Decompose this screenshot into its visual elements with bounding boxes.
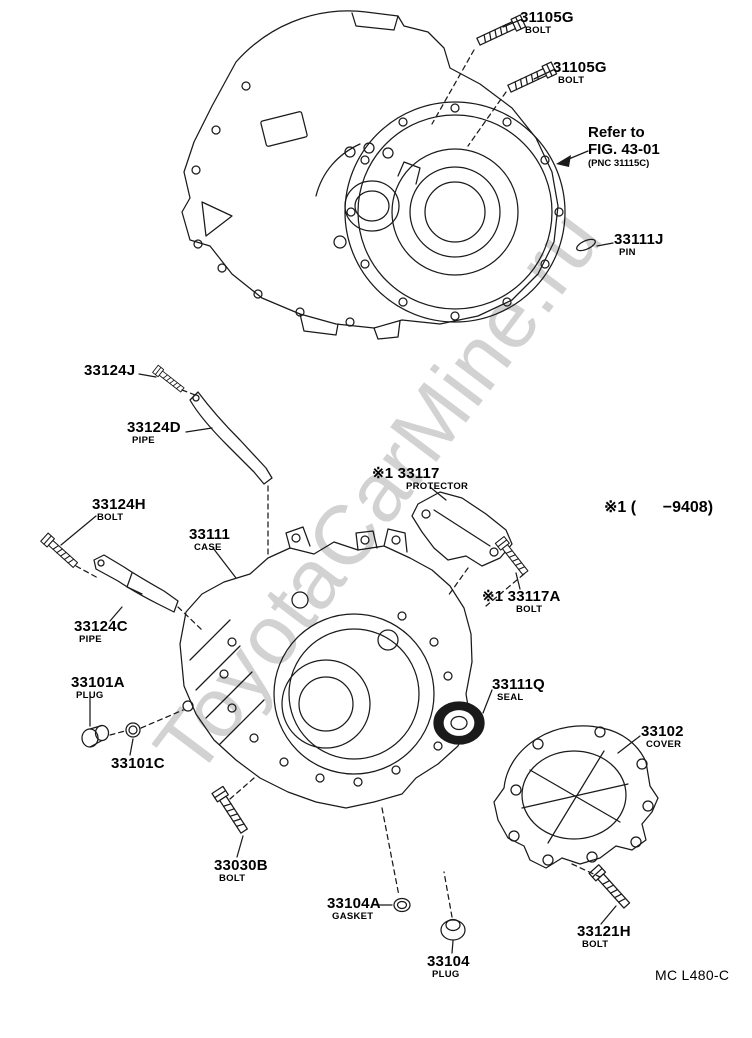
bolt-33121h-icon — [588, 864, 633, 911]
part-type: BOLT — [516, 604, 543, 616]
part-label-33124d: 33124D PIPE — [127, 419, 181, 447]
part-number: 33101A — [71, 674, 125, 691]
clutch-housing-drawing — [181, 10, 566, 340]
part-label-31105g-a: 31105G BOLT — [520, 9, 574, 37]
part-label-31105g-b: 31105G BOLT — [553, 59, 607, 87]
part-number: 33121H — [577, 923, 631, 940]
bolt-31105g-b-icon — [506, 61, 558, 96]
part-type: BOLT — [582, 939, 609, 951]
pipe-33124c-drawing — [93, 554, 179, 613]
part-type: GASKET — [332, 911, 374, 923]
part-number: 33104A — [327, 895, 381, 912]
part-type: BOLT — [525, 25, 552, 37]
figure-code: MC L480-C — [655, 967, 730, 983]
part-type: PIPE — [132, 435, 155, 447]
part-number: 33111J — [614, 231, 664, 248]
refer-note: Refer to FIG. 43-01 (PNC 31115C) — [588, 124, 660, 169]
part-label-33111q: 33111Q SEAL — [492, 676, 545, 704]
part-label-33101a: 33101A PLUG — [71, 674, 125, 702]
variant-note: ※1 ( −9408) — [604, 499, 714, 516]
part-number: 33101C — [111, 755, 165, 772]
part-number: 33030B — [214, 857, 268, 874]
part-label-33111j: 33111J PIN — [614, 231, 664, 259]
bolt-33124h-icon — [40, 532, 80, 570]
part-type: PIN — [619, 247, 636, 259]
transaxle-case-drawing — [179, 526, 473, 809]
bolt-31105g-a-icon — [475, 14, 527, 49]
part-number: 33102 — [641, 723, 684, 740]
part-number: 31105G — [520, 9, 574, 26]
part-type: BOLT — [97, 512, 124, 524]
pipe-33124d-drawing — [189, 391, 273, 485]
part-type: CASE — [194, 542, 222, 554]
cover-drawing — [493, 725, 659, 869]
refer-note-line2: FIG. 43-01 — [588, 141, 660, 159]
part-label-33124j: 33124J — [84, 362, 136, 379]
part-label-33111: 33111 CASE — [189, 526, 231, 554]
part-number: 31105G — [553, 59, 607, 76]
refer-note-line1: Refer to — [588, 124, 645, 141]
part-type: SEAL — [497, 692, 524, 704]
oil-seal-drawing — [433, 701, 485, 745]
leader-lines — [60, 19, 641, 954]
part-number: 33124C — [74, 618, 128, 635]
part-type: BOLT — [558, 75, 585, 87]
bolt-33117a-icon — [494, 536, 531, 577]
part-type: PLUG — [76, 690, 104, 702]
part-number: 33111Q — [492, 676, 545, 693]
part-number: 33104 — [427, 953, 470, 970]
plug-33101a-icon — [81, 724, 110, 748]
gasket-33104a-icon — [393, 897, 411, 913]
part-label-33102: 33102 COVER — [641, 723, 684, 751]
refer-arrowhead — [556, 155, 571, 167]
refer-note-line3: (PNC 31115C) — [588, 157, 650, 169]
part-label-33124h: 33124H BOLT — [92, 496, 146, 524]
part-type: PIPE — [79, 634, 102, 646]
part-type: BOLT — [219, 873, 246, 885]
part-label-33104: 33104 PLUG — [427, 953, 470, 981]
part-number: ※1 33117 — [372, 465, 440, 482]
part-number: 33124J — [84, 362, 136, 379]
part-number: 33111 — [189, 526, 231, 543]
part-label-33121h: 33121H BOLT — [577, 923, 631, 951]
assembly-dashed-lines — [75, 49, 601, 918]
part-number: ※1 33117A — [482, 588, 561, 605]
oring-33101c-icon — [125, 722, 141, 738]
plug-33104-icon — [440, 918, 466, 941]
part-type: PROTECTOR — [406, 481, 469, 493]
part-label-33117: ※1 33117 PROTECTOR — [372, 465, 469, 493]
bolt-33030b-icon — [211, 785, 251, 836]
part-number: 33124D — [127, 419, 181, 436]
part-type: COVER — [646, 739, 682, 751]
bolt-33124j-icon — [152, 364, 186, 394]
part-label-33104a: 33104A GASKET — [327, 895, 381, 923]
pin-33111j-icon — [576, 238, 596, 252]
part-label-33101c: 33101C — [111, 755, 165, 772]
part-label-33117a: ※1 33117A BOLT — [482, 588, 561, 616]
part-number: 33124H — [92, 496, 146, 513]
protector-drawing — [411, 491, 513, 567]
part-type: PLUG — [432, 969, 460, 981]
part-label-33030b: 33030B BOLT — [214, 857, 268, 885]
part-label-33124c: 33124C PIPE — [74, 618, 128, 646]
